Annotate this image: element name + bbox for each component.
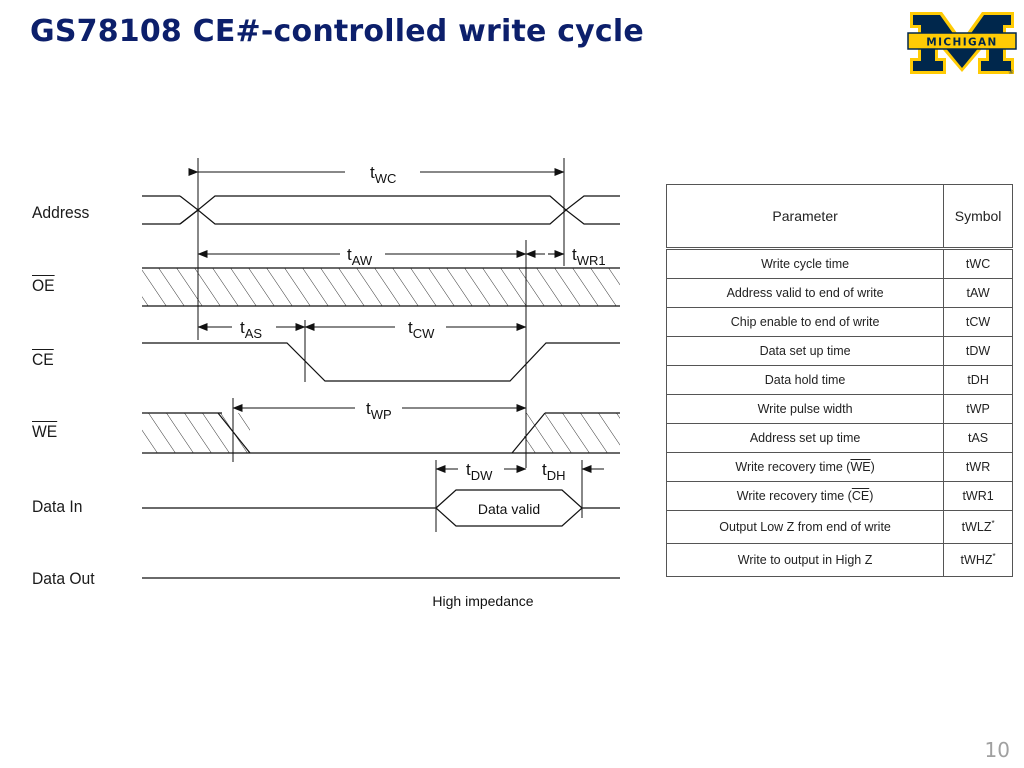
symbol-cell: tAS (943, 423, 1013, 453)
reference-lines (197, 158, 583, 532)
param-cell: Write cycle time (665, 248, 945, 279)
symbol-cell: tWP (943, 394, 1013, 424)
symbol-text: tWLZ (961, 520, 992, 535)
table-row: Write cycle time tWC (665, 248, 1013, 279)
logo-trademark: ® (1008, 69, 1014, 76)
table-row: Data set up time tDW (665, 336, 1013, 366)
signal-label-data-in: Data In (32, 497, 83, 516)
timing-diagram: tWC tAW tWR1 tAS tCW tWP tDW tDH Data va… (0, 140, 650, 620)
param-suffix: ) (870, 460, 875, 474)
twr1-label: tWR1 (572, 245, 606, 268)
ce-waveform (142, 342, 620, 382)
tas-label: tAS (240, 318, 262, 341)
table-row: Write to output in High Z tWHZ* (665, 543, 1013, 577)
symbol-cell: tWR1 (943, 481, 1013, 511)
twc-label: tWC (370, 163, 396, 186)
table-row: Address set up time tAS (665, 423, 1013, 453)
table-row: Write recovery time (CE) tWR1 (665, 481, 1013, 511)
logo-m-shape (913, 15, 1011, 71)
param-overbar-text: WE (850, 460, 871, 474)
high-impedance-label: High impedance (432, 593, 533, 609)
table-row: Chip enable to end of write tCW (665, 307, 1013, 337)
oe-waveform (142, 267, 620, 307)
param-text: Write recovery time ( (735, 460, 851, 474)
param-cell: Address set up time (665, 423, 945, 453)
param-cell: Data set up time (665, 336, 945, 366)
param-cell: Write to output in High Z (665, 543, 945, 577)
symbol-cell: tWC (943, 248, 1013, 279)
param-cell: Write recovery time (CE) (665, 481, 945, 511)
table-header-row: Parameter Symbol (665, 184, 1013, 249)
tcw-label: tCW (408, 318, 435, 341)
data-in-waveform (142, 489, 620, 527)
symbol-text: tWHZ (960, 553, 993, 568)
param-cell: Output Low Z from end of write (665, 510, 945, 544)
table-row: Address valid to end of write tAW (665, 278, 1013, 308)
param-cell: Data hold time (665, 365, 945, 395)
table-row: Output Low Z from end of write tWLZ* (665, 510, 1013, 544)
param-cell: Write pulse width (665, 394, 945, 424)
page-number: 10 (984, 738, 1010, 762)
param-cell: Address valid to end of write (665, 278, 945, 308)
symbol-cell: tWLZ* (943, 510, 1013, 544)
signal-label-ce: CE (32, 350, 54, 369)
symbol-footnote-mark: * (991, 519, 995, 529)
param-suffix: ) (869, 489, 874, 503)
header-parameter: Parameter (665, 184, 945, 249)
slide-title: GS78108 CE#-controlled write cycle (30, 14, 644, 49)
tdh-label: tDH (542, 460, 566, 483)
parameter-table: Parameter Symbol Write cycle time tWC Ad… (665, 184, 1013, 577)
param-text: Write recovery time ( (736, 489, 852, 503)
data-valid-label: Data valid (478, 501, 540, 517)
table-row: Write pulse width tWP (665, 394, 1013, 424)
symbol-footnote-mark: * (992, 552, 996, 562)
param-cell: Chip enable to end of write (665, 307, 945, 337)
table-row: Write recovery time (WE) tWR (665, 452, 1013, 482)
symbol-cell: tWHZ* (943, 543, 1013, 577)
symbol-cell: tDW (943, 336, 1013, 366)
logo-text: MICHIGAN (926, 37, 998, 49)
table-row: Data hold time tDH (665, 365, 1013, 395)
symbol-cell: tAW (943, 278, 1013, 308)
symbol-cell: tCW (943, 307, 1013, 337)
param-overbar-text: CE (851, 489, 870, 503)
signal-label-we: WE (32, 422, 58, 441)
tdw-label: tDW (466, 460, 493, 483)
logo-banner (907, 32, 1017, 50)
header-symbol: Symbol (943, 184, 1013, 249)
signal-label-data-out: Data Out (32, 569, 95, 588)
signal-label-address: Address (32, 203, 90, 222)
timing-arrows (188, 168, 604, 473)
address-waveform (142, 195, 620, 225)
taw-label: tAW (347, 245, 373, 268)
symbol-cell: tDH (943, 365, 1013, 395)
symbol-cell: tWR (943, 452, 1013, 482)
signal-label-oe: OE (32, 276, 55, 295)
twp-label: tWP (366, 399, 392, 422)
param-cell: Write recovery time (WE) (665, 452, 945, 482)
michigan-logo: MICHIGAN ® (907, 12, 1017, 76)
we-waveform (142, 412, 620, 454)
